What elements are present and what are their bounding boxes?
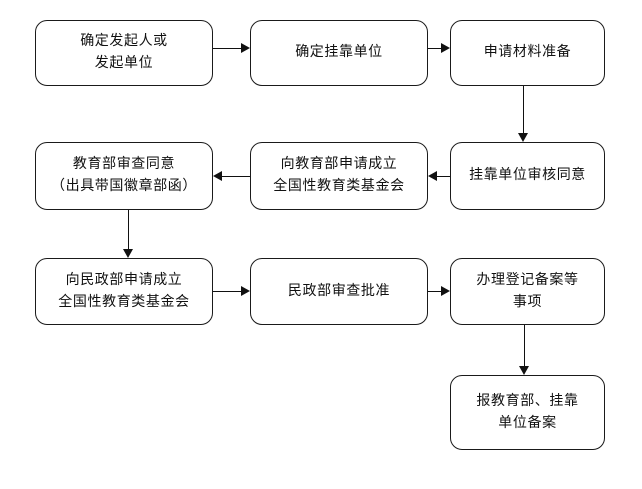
node-label-line: （出具带国徽章部函） — [51, 179, 197, 194]
node-label-line: 全国性教育类基金会 — [273, 179, 405, 194]
connector-shaft — [428, 48, 442, 49]
edge-n4-to-n5 — [428, 171, 450, 181]
connector-shaft — [128, 210, 129, 250]
node-label-line: 向教育部申请成立 — [280, 157, 398, 173]
connector-shaft — [524, 325, 525, 367]
edge-n9-to-n10 — [519, 325, 529, 375]
node-apply-to-mca: 向民政部申请成立全国性教育类基金会 — [35, 258, 213, 325]
node-label-line: 单位备案 — [498, 415, 557, 431]
edge-n1-to-n2 — [213, 43, 250, 53]
node-label-line: 确定发起人或 — [80, 34, 168, 50]
node-handle-registration-filing: 办理登记备案等事项 — [450, 258, 605, 325]
connector-shaft — [213, 48, 242, 49]
node-prepare-application-materials: 申请材料准备 — [450, 20, 605, 86]
node-determine-initiator: 确定发起人或发起单位 — [35, 20, 213, 86]
edge-n6-to-n7 — [123, 210, 133, 258]
node-host-unit-approval: 挂靠单位审核同意 — [450, 142, 605, 210]
connector-shaft — [428, 291, 442, 292]
connector-shaft — [436, 176, 450, 177]
node-report-filing-to-moe-and-host: 报教育部、挂靠单位备案 — [450, 375, 605, 450]
arrowhead-down-icon — [123, 249, 133, 258]
node-label-line: 教育部审查同意 — [72, 157, 176, 173]
arrowhead-left-icon — [213, 171, 222, 181]
arrowhead-right-icon — [241, 286, 250, 296]
node-label-line: 确定挂靠单位 — [295, 45, 383, 61]
node-apply-to-moe: 向教育部申请成立全国性教育类基金会 — [250, 142, 428, 210]
edge-n7-to-n8 — [213, 286, 250, 296]
arrowhead-down-icon — [518, 133, 528, 142]
node-label-line: 办理登记备案等 — [476, 272, 579, 288]
edge-n5-to-n6 — [213, 171, 250, 181]
node-label-line: 向民政部申请成立 — [65, 272, 183, 288]
node-mca-review-approval: 民政部审查批准 — [250, 258, 428, 325]
node-label-line: 民政部审查批准 — [287, 283, 391, 299]
edge-n8-to-n9 — [428, 286, 450, 296]
arrowhead-right-icon — [441, 286, 450, 296]
connector-shaft — [213, 291, 242, 292]
node-label-line: 挂靠单位审核同意 — [469, 168, 586, 184]
node-label-line: 事项 — [512, 294, 543, 310]
edge-n3-to-n4 — [518, 86, 528, 142]
node-label-line: 发起单位 — [94, 56, 154, 71]
node-determine-host-unit: 确定挂靠单位 — [250, 20, 428, 86]
connector-shaft — [221, 176, 250, 177]
connector-shaft — [523, 86, 524, 134]
node-moe-review-approval: 教育部审查同意 （出具带国徽章部函） — [35, 142, 213, 210]
arrowhead-right-icon — [241, 43, 250, 53]
edge-n2-to-n3 — [428, 43, 450, 53]
node-label-line: 全国性教育类基金会 — [58, 294, 190, 310]
arrowhead-down-icon — [519, 366, 529, 375]
arrowhead-left-icon — [428, 171, 437, 181]
node-label-line: 报教育部、挂靠 — [476, 393, 579, 409]
arrowhead-right-icon — [441, 43, 450, 53]
node-label-line: 申请材料准备 — [483, 45, 572, 61]
